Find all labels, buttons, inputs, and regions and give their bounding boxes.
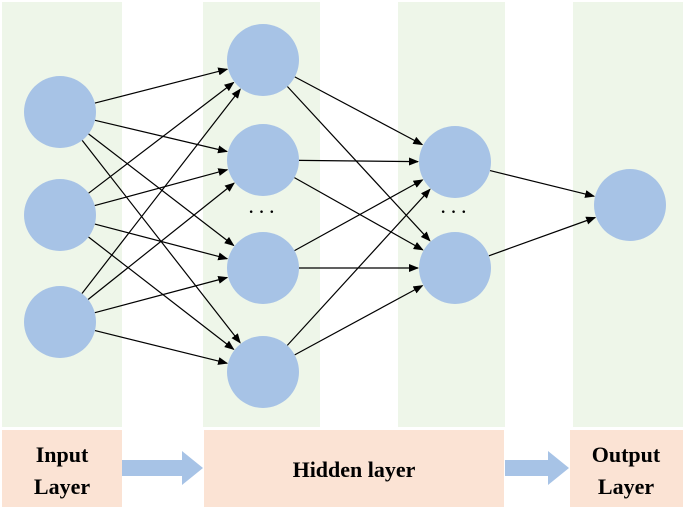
hidden2-neuron-2 <box>419 232 491 304</box>
hidden2-ellipsis: ··· <box>440 199 471 224</box>
input-neuron-3 <box>24 286 96 358</box>
output-label-line-2: Layer <box>598 474 654 499</box>
input-label-line-1: Input <box>36 442 89 467</box>
input-label-box <box>2 430 122 507</box>
edge-input-2-to-hidden1-4 <box>88 236 235 351</box>
edge-input-1-to-hidden1-3 <box>88 133 235 247</box>
output-neuron <box>594 169 666 241</box>
connections <box>81 67 597 365</box>
hidden1-neuron-4 <box>227 336 299 408</box>
edge-input-2-to-hidden1-1 <box>88 81 235 194</box>
edge-hidden2-1-to-output-1 <box>489 170 596 198</box>
hidden-layer-2-column <box>398 2 505 427</box>
edge-input-3-to-hidden1-4 <box>94 330 229 365</box>
hidden2-neuron-1 <box>419 126 491 198</box>
input-label-line-2: Layer <box>34 474 90 499</box>
edge-input-2-to-hidden1-2 <box>94 168 229 207</box>
edge-input-3-to-hidden1-3 <box>94 275 229 314</box>
input-to-hidden-arrow <box>122 451 203 485</box>
edge-hidden1-3-to-hidden2-1 <box>294 179 424 252</box>
edge-hidden2-2-to-output-1 <box>488 216 597 257</box>
output-label-box <box>570 430 683 507</box>
output-label-line-1: Output <box>592 442 661 467</box>
edge-input-1-to-hidden1-1 <box>94 67 229 104</box>
input-neuron-1 <box>24 76 96 148</box>
edge-hidden1-1-to-hidden2-1 <box>294 76 424 146</box>
hidden-label: Hidden layer <box>293 457 416 482</box>
hidden1-ellipsis: ··· <box>248 199 279 224</box>
edge-hidden1-2-to-hidden2-2 <box>294 177 424 251</box>
edge-hidden1-2-to-hidden2-1 <box>298 157 419 166</box>
hidden-to-output-arrow <box>505 451 569 485</box>
input-neuron-2 <box>24 179 96 251</box>
hidden1-neuron-2 <box>227 124 299 196</box>
hidden1-neuron-1 <box>227 24 299 96</box>
edge-input-3-to-hidden1-2 <box>87 182 235 300</box>
edge-input-1-to-hidden1-2 <box>94 119 228 154</box>
hidden1-neuron-3 <box>227 232 299 304</box>
hidden-label-box <box>204 430 504 507</box>
edge-input-3-to-hidden1-1 <box>81 88 241 294</box>
edge-hidden1-4-to-hidden2-2 <box>294 285 424 356</box>
edge-hidden1-4-to-hidden2-1 <box>286 188 431 346</box>
